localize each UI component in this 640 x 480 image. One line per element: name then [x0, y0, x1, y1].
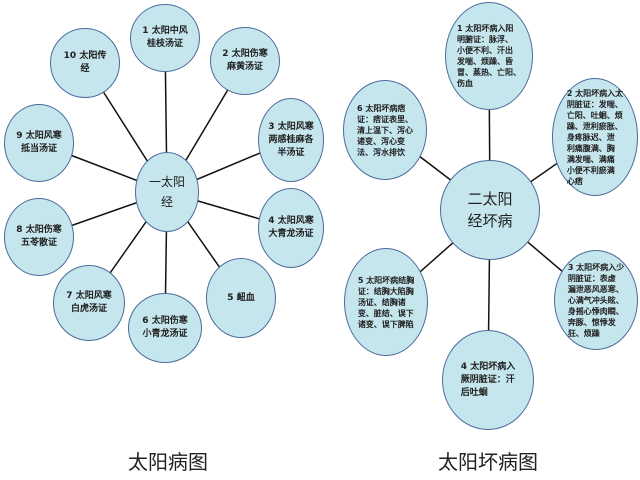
left-node-5: 5 衄血 [206, 258, 276, 338]
right-node-2: 2 太阳坏病入太 阴脏证：发喘、 亡阳、吐蛔、烦 躁、泄利瘀胀、 身疼脉迟、泄 … [552, 78, 638, 196]
left-node-4: 4 太阳风寒 大青龙汤证 [258, 188, 324, 268]
left-node-2-label: 2 太阳伤寒 麻黄汤证 [222, 49, 268, 72]
left-node-1: 1 太阳中风 桂枝汤证 [130, 4, 200, 72]
right-node-4: 4 太阳坏病入 厥阴脏证：汗 后吐蛔 [442, 330, 534, 430]
right-node-6: 6 太阳坏病痞 证：痞证表里、 清上温下、泻心 诸变、泻心变 法、泻水排饮 [343, 80, 427, 180]
left-node-7: 7 太阳风寒 白虎汤证 [53, 265, 125, 341]
right-node-5-label: 5 太阳坏病结胸 证：结胸大陷胸 汤证、结胸诸 变、脏结、误下 诸变、误下脾陷 [357, 275, 415, 329]
right-node-1: 1 太阳坏病入阳 明腑证：脉浮、 小便不利、汗出 发喘、烦躁、昏 冒、蒸热、亡阳… [445, 2, 533, 110]
right-center-label: 二太阳 经坏病 [467, 190, 513, 230]
right-node-3: 3 太阳坏病入少 阴脏证：表虚 漏泄恶风恶寒、 心满气冲头眩、 身摇心悸肉瞤、 … [554, 250, 638, 350]
left-node-1-label: 1 太阳中风 桂枝汤证 [142, 26, 188, 49]
left-center-node: 一太阳 经 [135, 152, 199, 232]
left-center-label: 一太阳 经 [148, 175, 185, 209]
left-node-3-label: 3 太阳风寒 两感桂麻各 半汤证 [268, 121, 314, 158]
left-node-7-label: 7 太阳风寒 白虎汤证 [66, 291, 112, 314]
left-node-6: 6 太阳伤寒 小青龙汤证 [128, 293, 202, 363]
left-node-8: 8 太阳伤寒 五苓散证 [4, 198, 74, 276]
left-node-6-label: 6 太阳伤寒 小青龙汤证 [142, 316, 188, 339]
left-node-3: 3 太阳风寒 两感桂麻各 半汤证 [258, 98, 324, 182]
right-node-3-label: 3 太阳坏病入少 阴脏证：表虚 漏泄恶风恶寒、 心满气冲头眩、 身摇心悸肉瞤、 … [567, 262, 625, 338]
right-node-6-label: 6 太阳坏病痞 证：痞证表里、 清上温下、泻心 诸变、泻心变 法、泻水排饮 [357, 103, 413, 157]
left-node-10: 10 太阳传 经 [50, 28, 120, 98]
left-node-5-label: 5 衄血 [227, 292, 255, 303]
left-node-9: 9 太阳风寒 抵当汤证 [4, 104, 74, 182]
left-node-2: 2 太阳伤寒 麻黄汤证 [210, 27, 280, 95]
left-node-4-label: 4 太阳风寒 大青龙汤证 [268, 216, 314, 239]
right-node-1-label: 1 太阳坏病入阳 明腑证：脉浮、 小便不利、汗出 发喘、烦躁、昏 冒、蒸热、亡阳… [457, 24, 521, 88]
left-node-10-label: 10 太阳传 经 [63, 51, 107, 74]
right-center-node: 二太阳 经坏病 [440, 160, 540, 260]
right-node-2-label: 2 太阳坏病入太 阴脏证：发喘、 亡阳、吐蛔、烦 躁、泄利瘀胀、 身疼脉迟、泄 … [566, 88, 624, 186]
left-node-8-label: 8 太阳伤寒 五苓散证 [16, 225, 62, 248]
right-node-4-label: 4 太阳坏病入 厥阴脏证：汗 后吐蛔 [460, 361, 516, 398]
right-caption: 太阳坏病图 [438, 450, 538, 474]
left-caption: 太阳病图 [128, 450, 208, 474]
left-node-9-label: 9 太阳风寒 抵当汤证 [16, 131, 62, 154]
right-node-5: 5 太阳坏病结胸 证：结胸大陷胸 汤证、结胸诸 变、脏结、误下 诸变、误下脾陷 [344, 248, 428, 356]
